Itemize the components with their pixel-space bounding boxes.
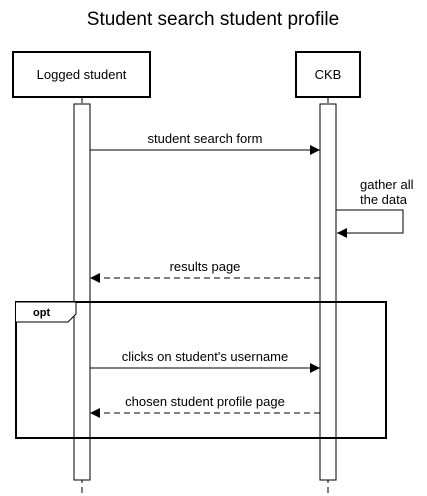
participant-logged-student: Logged student [12, 51, 151, 98]
fragment-tag-box [16, 301, 77, 323]
opt-fragment: opt [15, 301, 387, 439]
message-label: results page [170, 259, 241, 274]
message-student-search-form: student search form [90, 131, 320, 155]
message-label: clicks on student's username [122, 349, 289, 364]
message-gather-all-the-data: gather all the data [336, 177, 414, 238]
fragment-frame [15, 301, 387, 439]
message-label: student search form [148, 131, 263, 146]
participant-label: Logged student [37, 67, 127, 82]
message-arrow [336, 209, 404, 238]
participant-ckb: CKB [295, 51, 361, 98]
message-clicks-on-username: clicks on student's username [90, 349, 320, 373]
participant-box [12, 51, 151, 98]
fragment-operator: opt [33, 307, 50, 319]
participant-label: CKB [315, 67, 342, 82]
activation-bar-ckb [319, 103, 337, 481]
message-label-line2: the data [360, 192, 408, 207]
activation-bar-logged-student [73, 103, 91, 481]
message-chosen-profile-page: chosen student profile page [90, 394, 320, 418]
message-label-line1: gather all [360, 177, 414, 192]
message-results-page: results page [90, 259, 320, 283]
diagram-title: Student search student profile [87, 9, 339, 30]
message-label: chosen student profile page [125, 394, 285, 409]
